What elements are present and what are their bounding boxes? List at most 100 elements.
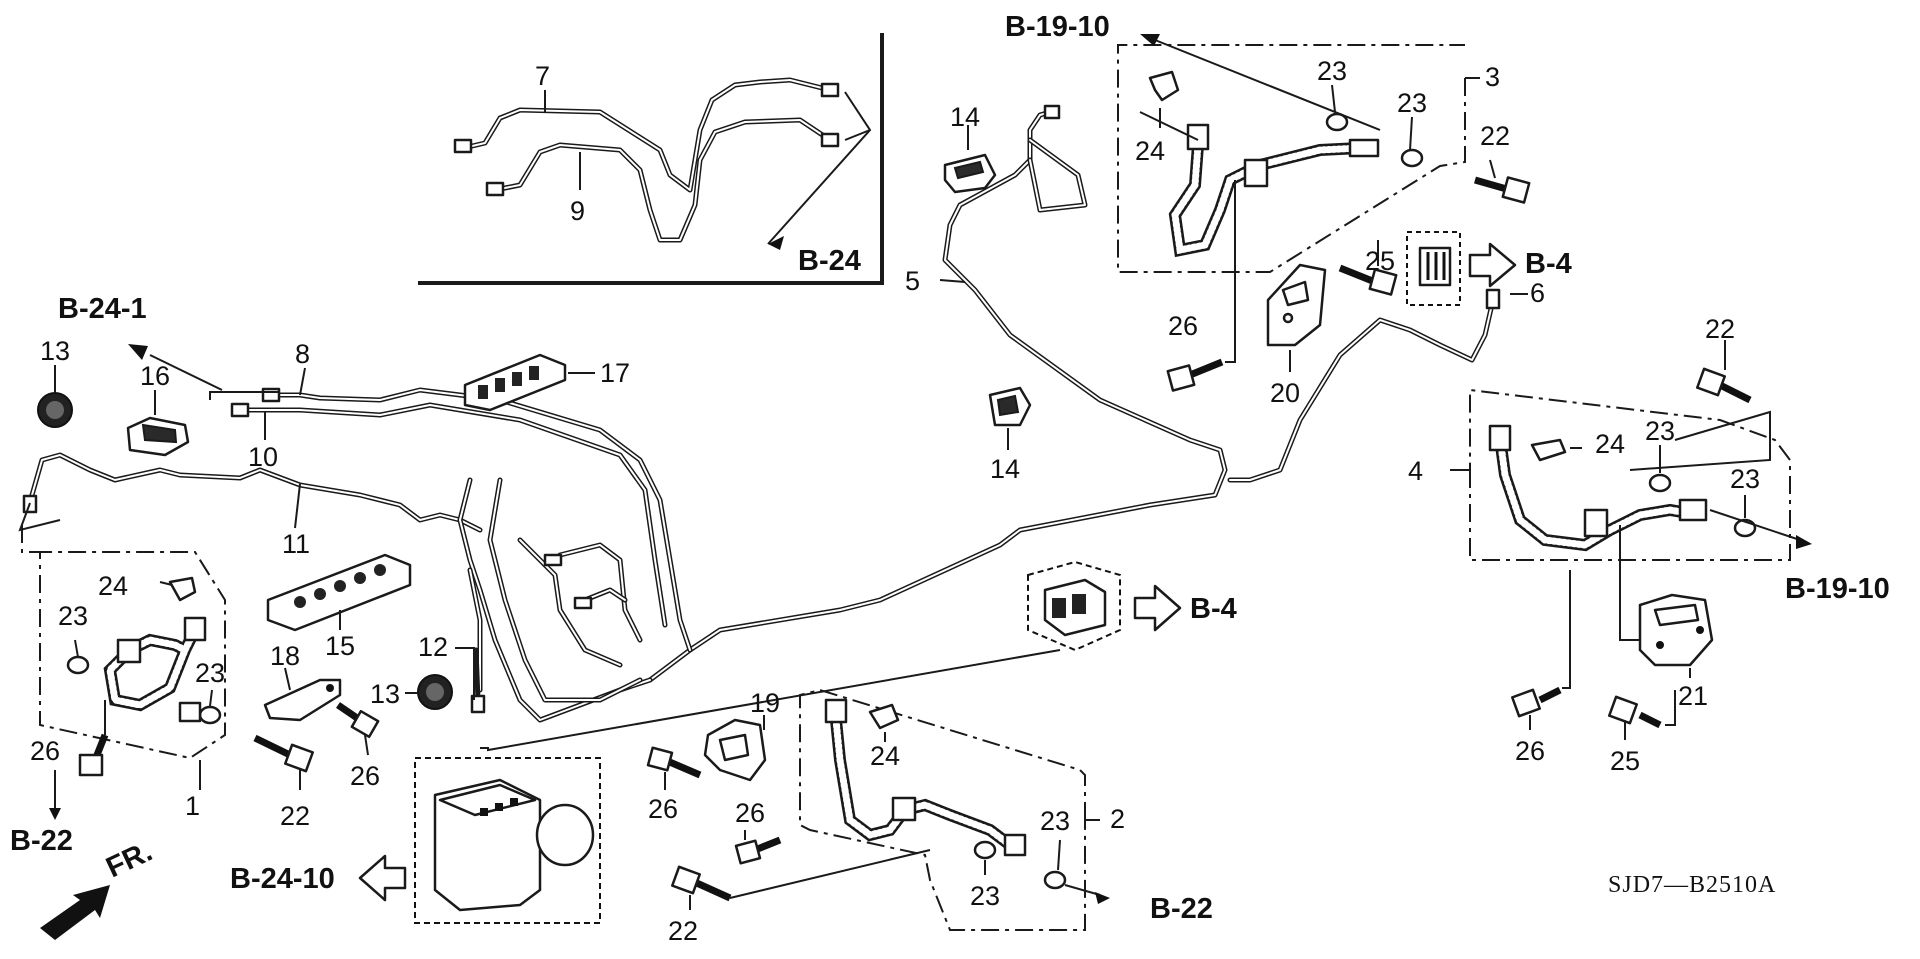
callout-1: 1 — [185, 791, 200, 821]
callout-12: 12 — [418, 632, 448, 662]
callout-24-d: 24 — [1595, 429, 1625, 459]
ref-b-22-left: B-22 — [10, 825, 73, 857]
callout-24-a: 24 — [1135, 136, 1165, 166]
callout-21: 21 — [1678, 681, 1708, 711]
clip-17 — [463, 353, 567, 412]
callout-14-a: 14 — [950, 102, 980, 132]
clip-16 — [126, 416, 190, 457]
callout-23-b: 23 — [1397, 88, 1427, 118]
pipe-fitting-9-rear — [820, 132, 840, 148]
bolt-26-under-18 — [336, 702, 380, 739]
callout-22-c: 22 — [668, 916, 698, 946]
bolt-26-upper — [1166, 358, 1224, 392]
callout-9: 9 — [570, 196, 585, 226]
callout-6: 6 — [1530, 278, 1545, 308]
ref-b-4-top-group: B-4 — [1406, 231, 1572, 306]
callout-26-f: 26 — [1515, 736, 1545, 766]
main-brake-pipes — [22, 104, 1501, 723]
fitting-10 — [230, 402, 250, 418]
clip-24-a — [1148, 70, 1180, 102]
ref-b-19-10-right: B-19-10 — [1785, 573, 1890, 605]
callout-11: 11 — [282, 529, 310, 559]
hose-assembly-4: 22 24 23 23 4 B-19-10 — [1408, 314, 1890, 605]
callout-5: 5 — [905, 266, 920, 296]
ref-b-22-bottom: B-22 — [1150, 893, 1213, 925]
arrow-b-4-top — [1468, 242, 1517, 288]
callout-24-b: 24 — [98, 571, 128, 601]
callout-26-c: 26 — [30, 736, 60, 766]
hose-2-fitting — [824, 698, 848, 724]
washer-23-b — [1400, 148, 1424, 168]
ref-b-24-10: B-24-10 — [230, 863, 335, 895]
callout-26-e: 26 — [735, 798, 765, 828]
callout-20: 20 — [1270, 378, 1300, 408]
abs-modulator-group: B-24-10 — [230, 757, 601, 924]
callout-19: 19 — [750, 688, 780, 718]
fitting-6 — [1485, 288, 1501, 310]
callout-22-b: 22 — [280, 801, 310, 831]
callout-13-b: 13 — [370, 679, 400, 709]
grommet-13-left — [37, 392, 73, 428]
hose-4-fitting — [1488, 424, 1512, 452]
hose-3-bracket-clip — [1243, 158, 1269, 188]
callout-2: 2 — [1110, 804, 1125, 834]
arrow-b-24-10 — [358, 854, 407, 902]
fitting-manifold-b — [573, 596, 593, 610]
bracket-20 — [1266, 263, 1327, 347]
callout-4: 4 — [1408, 456, 1423, 486]
hose-assembly-2: 24 23 23 2 B-22 — [799, 688, 1213, 931]
washer-23-f — [1043, 870, 1067, 890]
bolt-26-bracket19-left — [646, 746, 702, 779]
callout-15: 15 — [325, 631, 355, 661]
callout-23-e: 23 — [970, 881, 1000, 911]
bolt-26-right — [1510, 686, 1562, 718]
fitting-manifold-a — [543, 553, 563, 567]
clip-14-mid — [988, 386, 1032, 427]
callout-17: 17 — [600, 358, 630, 388]
arrow-head — [768, 236, 784, 250]
hose-assembly-3: 23 23 3 22 24 B-19-10 — [1005, 11, 1531, 273]
arrow-b-4-mid — [1133, 584, 1182, 632]
bracket-18 — [263, 678, 342, 722]
hose-3-union — [1348, 138, 1380, 158]
hose-1-union — [178, 701, 202, 723]
callout-26-a: 26 — [1168, 311, 1198, 341]
clip-24-c — [868, 703, 900, 730]
callout-23-h: 23 — [1730, 464, 1760, 494]
callout-23-c: 23 — [58, 601, 88, 631]
bolt-25-right — [1607, 695, 1662, 729]
hose-2-clip — [891, 796, 917, 822]
pipe-fitting-9-end — [485, 181, 505, 197]
bolt-22-right — [1695, 367, 1752, 404]
clip-24-b — [168, 576, 197, 602]
callout-23-d: 23 — [195, 658, 225, 688]
ref-b-24-1: B-24-1 — [58, 293, 147, 325]
callout-22-a: 22 — [1480, 121, 1510, 151]
grommet-13-mid — [417, 674, 453, 710]
bolt-22-group1 — [253, 734, 315, 773]
bolt-22-top — [1474, 176, 1531, 204]
callout-18: 18 — [270, 641, 300, 671]
pipe-fitting-7-end — [453, 138, 473, 154]
hose-1-clip — [116, 638, 142, 664]
ref-b-4-mid: B-4 — [1190, 593, 1237, 625]
ref-b-4-top: B-4 — [1525, 248, 1572, 280]
hose-4-union — [1678, 498, 1708, 522]
hose-1-fitting — [183, 616, 207, 642]
washer-23-c — [66, 655, 90, 675]
bolt-22-bracket19 — [670, 865, 732, 902]
callout-14-b: 14 — [990, 454, 1020, 484]
ref-b-24-inset: B-24 — [798, 245, 861, 277]
hose-assembly-1: 24 23 23 26 1 22 B-22 — [10, 525, 315, 857]
washer-23-d — [198, 705, 222, 725]
callout-23-f: 23 — [1040, 806, 1070, 836]
bracket-21-group: 21 26 25 — [1510, 525, 1714, 776]
callout-3: 3 — [1485, 62, 1500, 92]
bracket-19-group: 19 26 26 22 — [646, 688, 931, 946]
callout-26-b: 26 — [350, 761, 380, 791]
callout-24-c: 24 — [870, 741, 900, 771]
brake-pipe-7 — [465, 77, 833, 193]
inset-panel: 7 9 B-24 — [418, 33, 884, 285]
washer-23-e — [973, 840, 997, 860]
